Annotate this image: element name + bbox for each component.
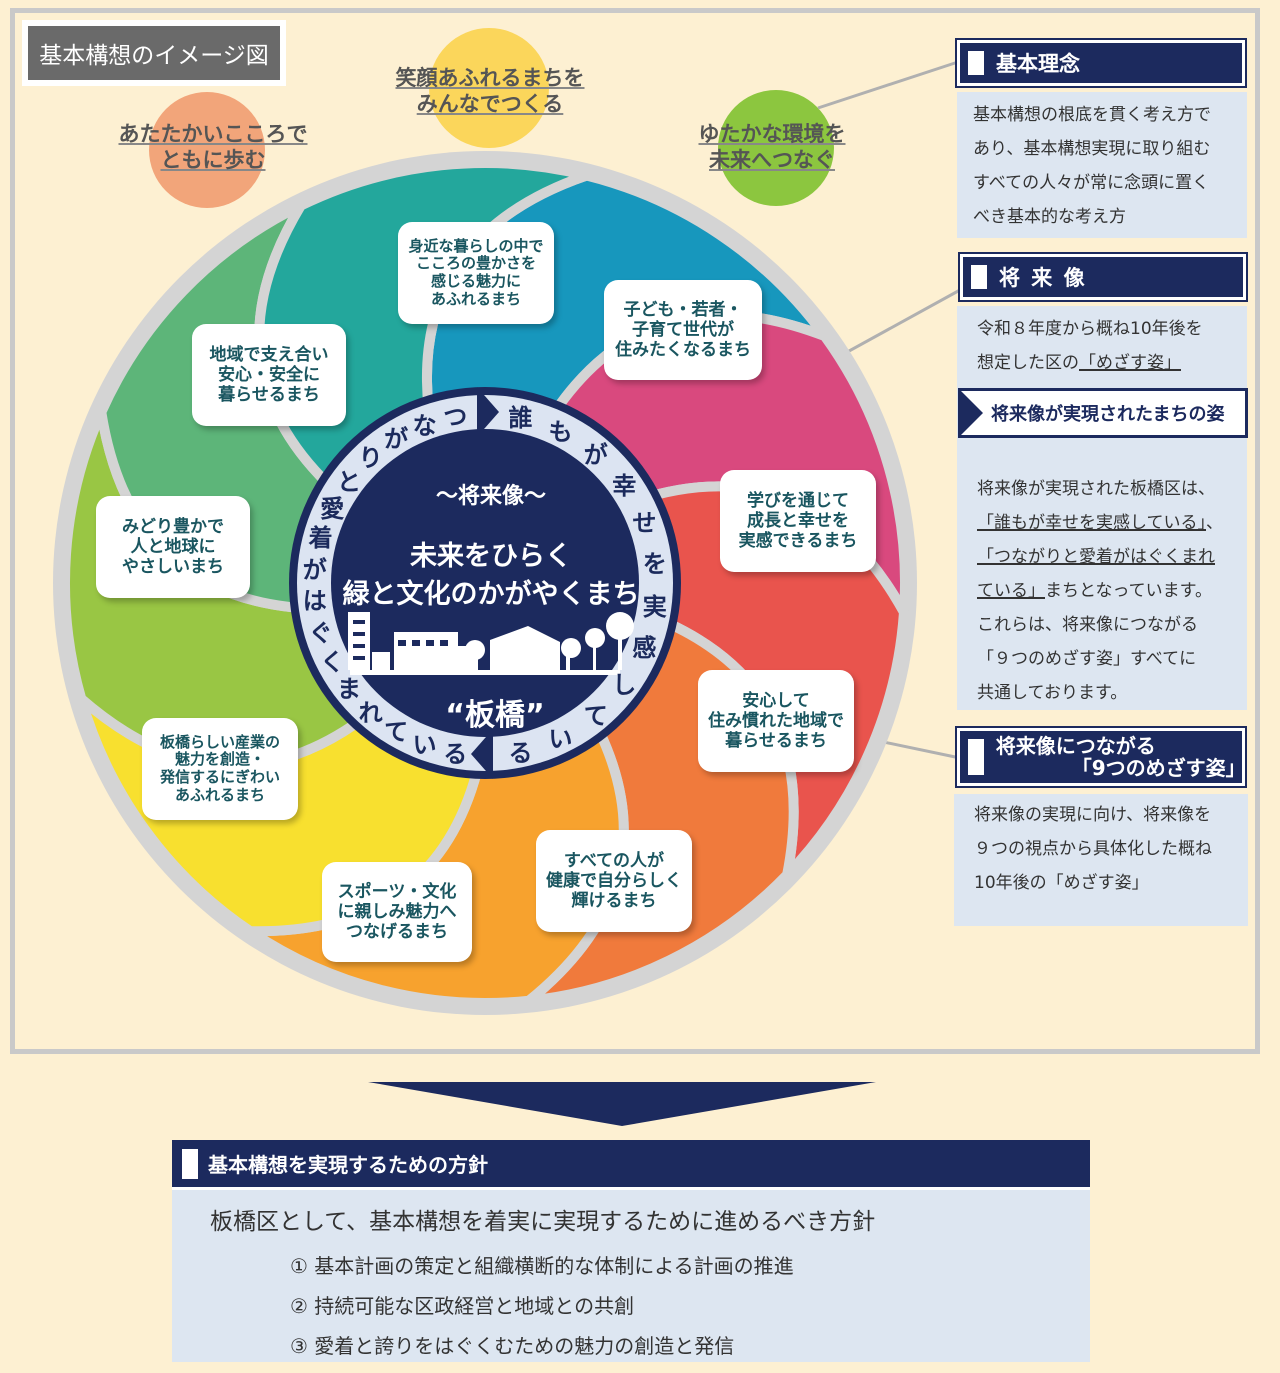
ring-char-right: 感 xyxy=(632,633,657,662)
ring-char-right: て xyxy=(583,701,608,730)
vision-detail-line: まちとなっています。 xyxy=(1045,581,1212,601)
vision-detail-line: これらは、将来像につながる xyxy=(977,615,1198,635)
ring-char-right: い xyxy=(548,724,573,753)
principle-label-warm-heart: あたたかいこころで ともに歩む xyxy=(118,122,308,172)
petal-card-sports-culture: スポーツ・文化 に親しみ魅力へ つなげるまち xyxy=(322,862,472,962)
vision-detail-underlined: 「つながりと愛着がはぐくまれ xyxy=(977,547,1215,567)
vision-detail-line: 共通しております。 xyxy=(977,683,1128,703)
ring-arrow-bottom xyxy=(471,729,493,779)
ring-char-right: が xyxy=(583,441,608,470)
petal-card-safe-living: 安心して 住み慣れた地域で 暮らせるまち xyxy=(698,670,854,772)
ring-char-left: く xyxy=(320,648,345,677)
banner-arrow-icon xyxy=(961,391,983,435)
vision-header-text: 将 来 像 xyxy=(999,266,1087,290)
principle-label-rich-environment: ゆたかな環境を 未来へつなぐ xyxy=(698,122,846,172)
nine-goals-header-line2: 「9つのめざす姿」 xyxy=(1071,756,1246,780)
basic-principle-line: すべての人々が常に念頭に置く xyxy=(973,173,1210,193)
vision-detail-underlined: ている」 xyxy=(977,581,1045,601)
ring-char-left: る xyxy=(443,739,468,768)
vision-line-2: 緑と文化のかがやくまち xyxy=(342,579,640,610)
policy-header: 基本構想を実現するための方針 xyxy=(172,1140,1090,1190)
ring-char-left: と xyxy=(337,467,362,496)
ring-char-left: が xyxy=(302,555,327,584)
ring-char-right: を xyxy=(642,550,667,579)
vision-detail-line: 、 xyxy=(1206,513,1223,533)
petal-card-learning: 学びを通じて 成長と幸せを 実感できるまち xyxy=(720,470,876,572)
ring-char-left: い xyxy=(412,731,437,760)
ring-char-right: 誰 xyxy=(508,404,533,433)
policy-body: 板橋区として、基本構想を着実に実現するために進めるべき方針 ① 基本計画の策定と… xyxy=(172,1190,1090,1362)
principle-label-smiles: 笑顔あふれるまちを みんなでつくる xyxy=(395,66,585,116)
ring-char-left: は xyxy=(302,587,327,616)
nine-goals-header: 将来像につながる 「9つのめざす姿」 xyxy=(955,726,1247,788)
vision-body-line: 令和８年度から概ね10年後を xyxy=(977,319,1203,339)
petal-card-community-safety: 地域で支え合い 安心・安全に 暮らせるまち xyxy=(192,324,346,426)
vision-realized-banner-text: 将来像が実現されたまちの姿 xyxy=(991,404,1225,425)
vision-detail-line: 将来像が実現された板橋区は、 xyxy=(977,479,1215,499)
vision-detail-line: 「９つのめざす姿」すべてに xyxy=(977,649,1197,669)
basic-principle-line: あり、基本構想実現に取り組む xyxy=(973,139,1211,159)
petal-card-culture-richness: 身近な暮らしの中で こころの豊かさを 感じる魅力に あふれるまち xyxy=(398,222,554,324)
ring-char-left: て xyxy=(384,717,409,746)
principle-circle xyxy=(429,28,549,148)
vision-target-underlined: 「めざす姿」 xyxy=(1079,353,1181,373)
basic-principle-line: 基本構想の根底を貫く考え方で xyxy=(973,105,1211,125)
ring-char-right: る xyxy=(508,738,533,767)
policy-lead: 板橋区として、基本構想を着実に実現するために進めるべき方針 xyxy=(210,1209,876,1235)
ring-char-left: つ xyxy=(443,403,468,432)
petal-card-green-earth: みどり豊かで 人と地球に やさしいまち xyxy=(96,496,250,598)
vision-heading: ～将来像～ xyxy=(435,484,546,509)
diagram-frame xyxy=(10,8,1260,1054)
policy-header-text: 基本構想を実現するための方針 xyxy=(208,1153,488,1177)
ring-char-right: も xyxy=(548,418,573,447)
vision-header: 将 来 像 xyxy=(958,252,1248,302)
nine-goals-header-line1: 将来像につながる xyxy=(995,734,1156,758)
vision-realized-banner: 将来像が実現されたまちの姿 xyxy=(958,388,1248,438)
vision-body: 令和８年度から概ね10年後を 想定した区の「めざす姿」 将来像が実現された板橋区… xyxy=(957,306,1247,710)
nine-goals-line: 10年後の「めざす姿」 xyxy=(974,873,1149,893)
vision-line-1: 未来をひらく xyxy=(410,541,572,572)
vision-body-line: 想定した区の xyxy=(977,353,1079,373)
policy-item: ② 持続可能な区政経営と地域との共創 xyxy=(290,1294,635,1318)
basic-principle-header-text: 基本理念 xyxy=(996,52,1080,76)
ring-char-left: れ xyxy=(358,698,383,727)
ring-char-right: し xyxy=(612,670,637,699)
ring-char-left: が xyxy=(384,425,409,454)
ring-char-right: せ xyxy=(632,509,657,538)
petal-card-industry: 板橋らしい産業の 魅力を創造・ 発信するにぎわい あふれるまち xyxy=(142,718,298,820)
petal-card-children-youth: 子ども・若者・ 子育て世代が 住みたくなるまち xyxy=(604,280,762,380)
ring-char-left: 着 xyxy=(308,524,333,553)
principle-circle xyxy=(149,92,265,208)
city-skyline-illustration xyxy=(348,612,634,675)
basic-principle-header: 基本理念 xyxy=(955,38,1247,88)
nine-goals-line: ９つの視点から具体化した概ね xyxy=(974,839,1212,859)
nine-goals-line: 将来像の実現に向け、将来像を xyxy=(974,805,1212,825)
ring-char-left: ぐ xyxy=(308,618,333,647)
connector-line xyxy=(817,60,959,110)
diagram-title: 基本構想のイメージ図 xyxy=(28,26,280,80)
ring-char-left: り xyxy=(358,444,383,473)
basic-principle-line: べき基本的な考え方 xyxy=(973,207,1126,227)
petal-card-health: すべての人が 健康で自分らしく 輝けるまち xyxy=(536,830,692,932)
basic-principle-body: 基本構想の根底を貫く考え方で あり、基本構想実現に取り組む すべての人々が常に念… xyxy=(957,92,1247,238)
ring-char-left: 愛 xyxy=(320,494,345,523)
policy-item: ① 基本計画の策定と組織横断的な体制による計画の推進 xyxy=(290,1254,794,1278)
ring-arrow-top xyxy=(477,387,499,437)
ring-char-left: ま xyxy=(337,675,362,704)
nine-goals-body: 将来像の実現に向け、将来像を ９つの視点から具体化した概ね 10年後の「めざす姿… xyxy=(954,794,1248,926)
ring-char-right: 実 xyxy=(642,592,667,621)
ring-char-right: 幸 xyxy=(612,472,637,501)
diagram-title-box: 基本構想のイメージ図 xyxy=(22,20,286,86)
vision-detail-underlined: 「誰もが幸せを実感している」 xyxy=(977,513,1206,533)
ring-char-left: な xyxy=(412,411,437,440)
policy-item: ③ 愛着と誇りをはぐくむための魅力の創造と発信 xyxy=(290,1334,735,1358)
vision-city-name: “板橋” xyxy=(445,698,545,733)
principle-circle xyxy=(718,90,834,206)
